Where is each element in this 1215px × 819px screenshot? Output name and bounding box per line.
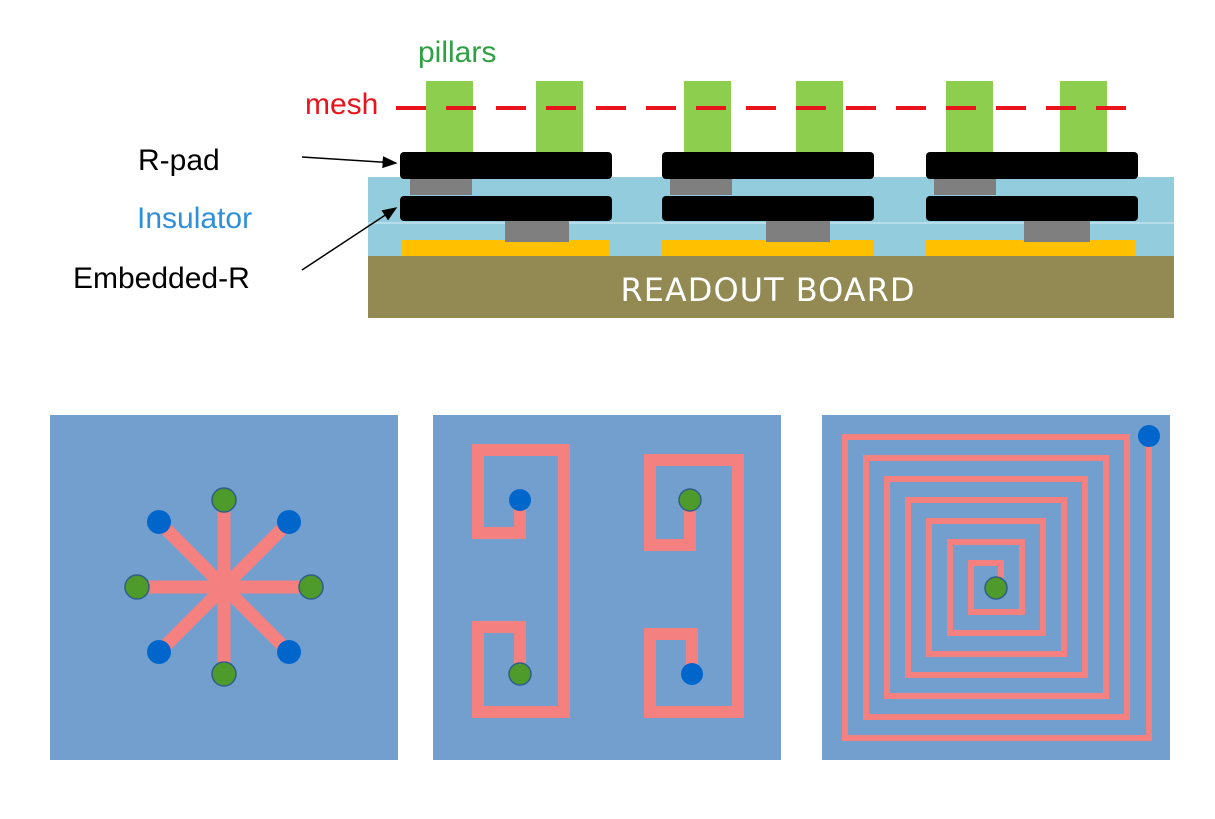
via-dot-green: [984, 576, 1008, 600]
via-dot-blue: [277, 640, 301, 664]
insulator-label: Insulator: [137, 202, 252, 235]
electrode-strip: [662, 240, 874, 257]
resistor-block: [505, 220, 569, 242]
embedded-pad: [926, 196, 1138, 221]
resistor-block: [670, 177, 732, 195]
r-pad: [662, 152, 874, 179]
resistor-block: [1024, 220, 1090, 242]
cross-section: READOUT BOARD pillars mesh R-pad Insulat…: [73, 36, 1174, 318]
readout-board-label: READOUT BOARD: [620, 271, 915, 309]
r-pad-label: R-pad: [138, 144, 220, 177]
via-dot-green: [678, 488, 702, 512]
embedded-r-label: Embedded-R: [73, 262, 250, 295]
pillars-label: pillars: [418, 36, 496, 69]
pillar: [684, 81, 731, 152]
panel-background: [433, 415, 781, 760]
readout-board: [368, 256, 1174, 318]
embedded-pad: [400, 196, 612, 221]
embedded-r-arrow: [301, 207, 398, 271]
trace: [472, 444, 570, 539]
via-dot-blue: [147, 640, 171, 664]
spiral-trace: [842, 434, 1152, 741]
trace: [644, 454, 744, 551]
star-pattern-panel: [50, 415, 398, 760]
resistor-block: [934, 177, 996, 195]
pillar: [796, 81, 843, 152]
via-dot-green: [124, 574, 150, 600]
via-dot-blue: [681, 663, 703, 685]
via-dot-green: [211, 487, 237, 513]
r-pad: [400, 152, 612, 179]
mesh-label: mesh: [305, 88, 378, 121]
hook-pattern-panel: [433, 415, 781, 760]
trace: [154, 517, 294, 657]
via-dot-blue: [1138, 425, 1160, 447]
trace: [644, 550, 744, 718]
resistor-block: [766, 220, 830, 242]
r-pad: [926, 152, 1138, 179]
spiral-pattern-panel: [822, 415, 1170, 760]
pillar: [1060, 81, 1107, 152]
electrode-strip: [402, 240, 610, 257]
pillar: [426, 81, 473, 152]
via-dot-blue: [277, 510, 301, 534]
r-pad-arrow: [301, 156, 398, 169]
electrode-strip: [926, 240, 1136, 257]
pillar: [946, 81, 993, 152]
via-dot-green: [508, 662, 532, 686]
via-dot-blue: [147, 510, 171, 534]
resistor-block: [410, 177, 472, 195]
embedded-pad: [662, 196, 874, 221]
via-dot-green: [298, 574, 324, 600]
pillar: [536, 81, 583, 152]
trace: [472, 525, 570, 718]
via-dot-green: [211, 661, 237, 687]
via-dot-blue: [509, 489, 531, 511]
